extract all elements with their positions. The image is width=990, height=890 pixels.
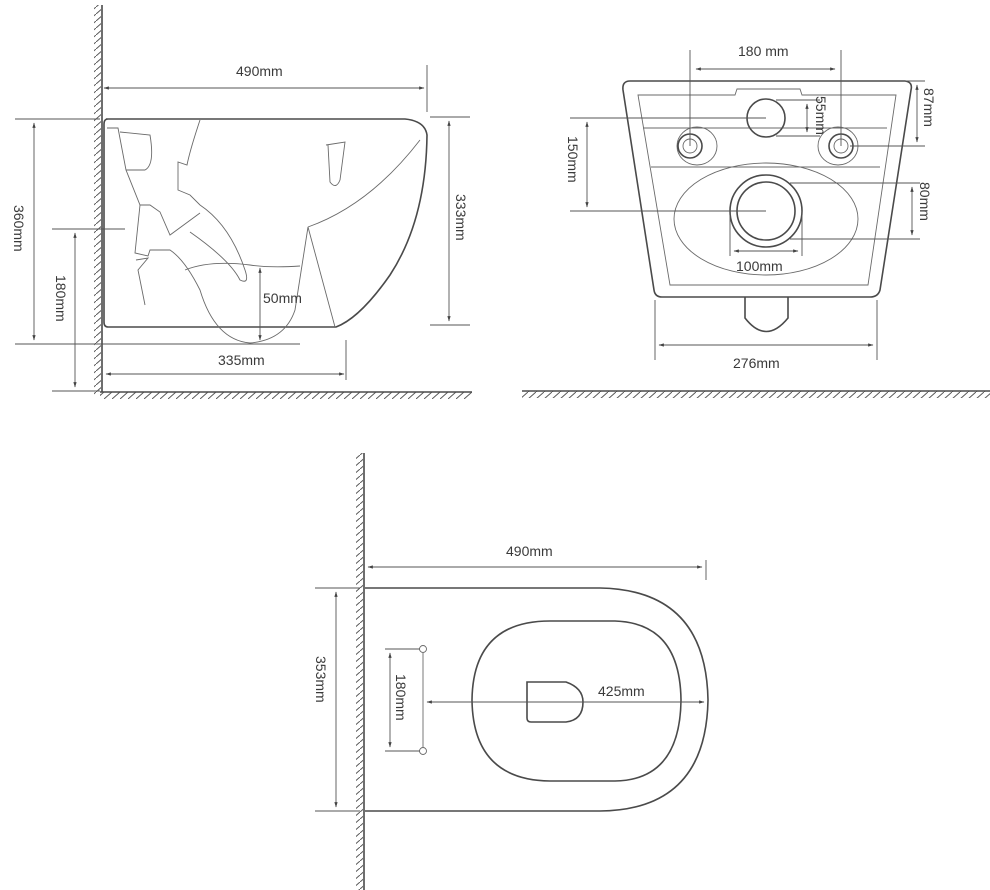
- top-bolt-spacing-label: 180mm: [393, 674, 409, 721]
- floor-hatch: [522, 391, 990, 398]
- rear-bolt-spacing-label: 180 mm: [738, 43, 789, 59]
- wall-hatch: [94, 5, 101, 395]
- bowl-outline: [103, 118, 428, 328]
- side-view: 490mm 360mm 180mm 333mm 50mm 335mm: [11, 5, 472, 399]
- top-view: 490mm 353mm 180mm 425mm: [313, 453, 709, 890]
- seat-opening: [471, 620, 682, 782]
- rear-inlet-to-outlet-label: 150mm: [565, 136, 581, 183]
- rear-outlet-outer-label: 100mm: [736, 258, 783, 274]
- side-outlet-offset-label: 335mm: [218, 352, 265, 368]
- rear-inner-outline: [637, 88, 897, 286]
- bolt-hole-top: [419, 645, 427, 653]
- rear-outlet-inner-label: 80mm: [917, 182, 933, 221]
- side-bowl-height-label: 333mm: [453, 194, 469, 241]
- bolt-boss-left: [676, 126, 718, 166]
- rear-base-width-label: 276mm: [733, 355, 780, 371]
- side-height-label: 360mm: [11, 205, 27, 252]
- rear-outline: [622, 80, 913, 298]
- outlet-oval: [673, 162, 859, 276]
- top-length-label: 490mm: [506, 543, 553, 559]
- rear-inlet-label: 55mm: [813, 96, 829, 135]
- top-outline: [365, 587, 709, 812]
- wall-hatch: [356, 453, 363, 890]
- floor-hatch: [100, 392, 472, 399]
- side-water-depth-label: 50mm: [263, 290, 302, 306]
- top-width-label: 353mm: [313, 656, 329, 703]
- rear-view: 180 mm 55mm 87mm 150mm 80mm 100mm 276mm: [522, 43, 990, 398]
- bolt-hole-bottom: [419, 747, 427, 755]
- side-length-label: 490mm: [236, 63, 283, 79]
- top-bolt-to-front-label: 425mm: [598, 683, 645, 699]
- outlet-shape: [526, 681, 584, 723]
- side-outlet-height-label: 180mm: [53, 275, 69, 322]
- rear-top-to-bolt-label: 87mm: [921, 88, 937, 127]
- bottom-lug: [744, 297, 789, 333]
- trapway-lines: [107, 119, 421, 344]
